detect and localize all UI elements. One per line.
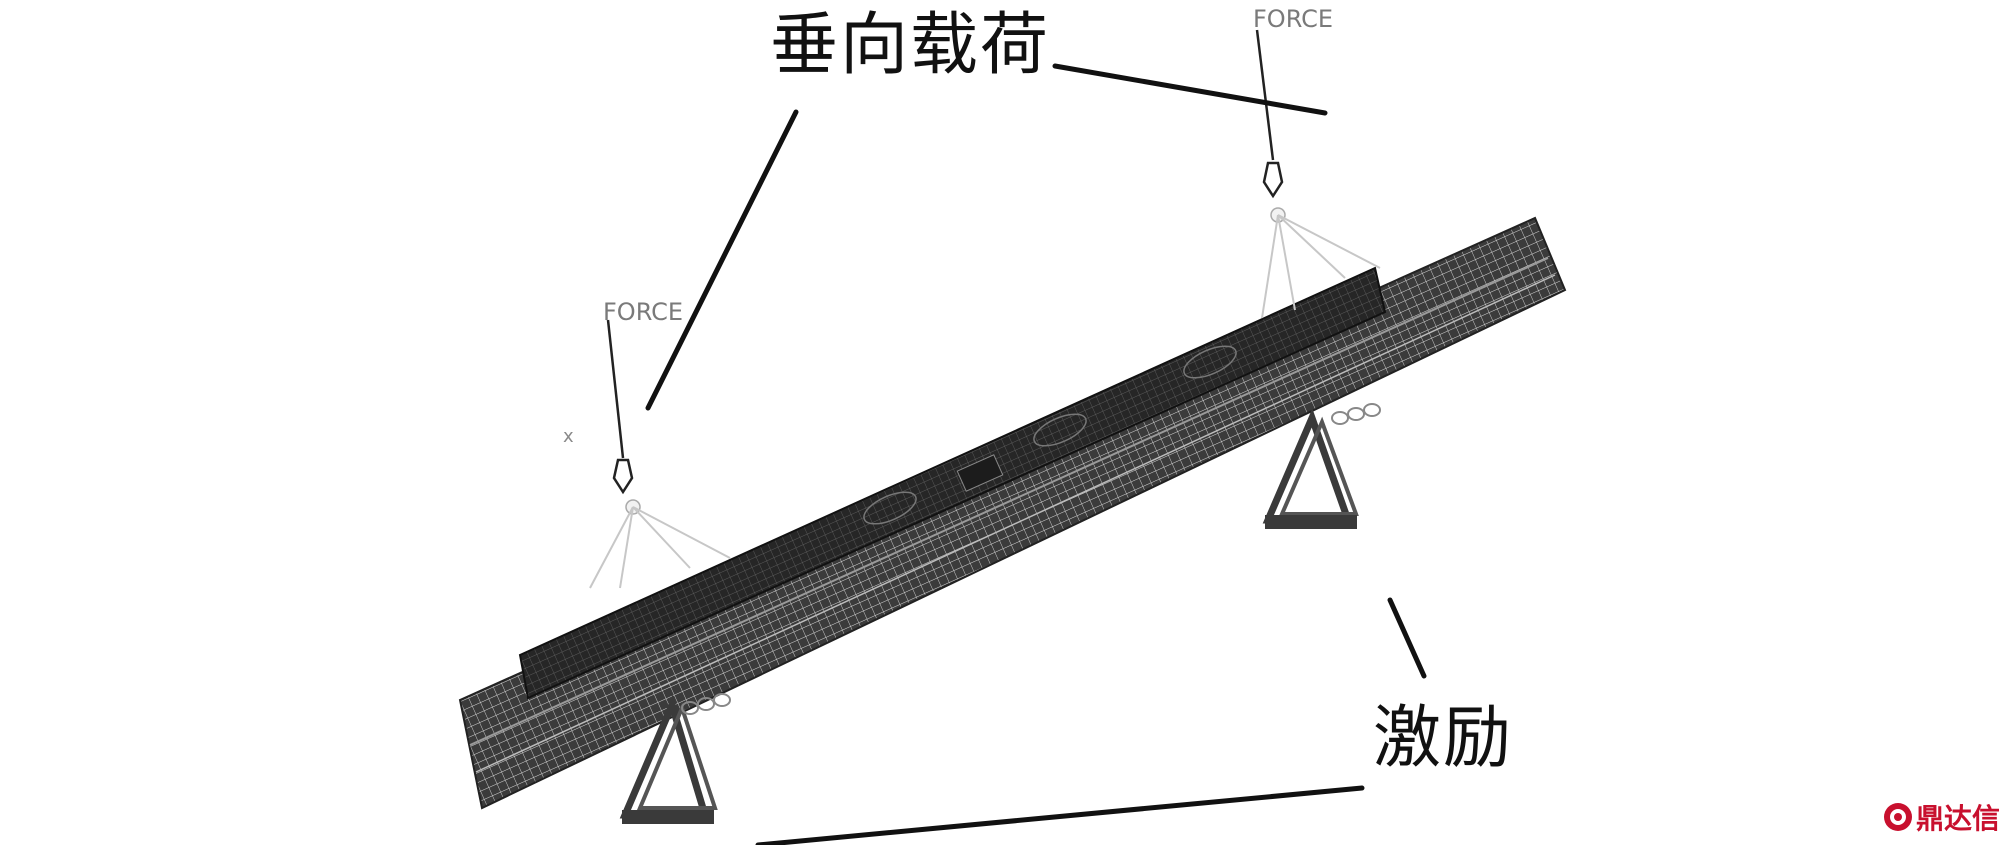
callout-line-excitation-right <box>1387 597 1427 679</box>
watermark-logo-icon <box>1883 803 1912 831</box>
force-marker-right: FORCE <box>1253 5 1381 319</box>
callout-line-load-right <box>1052 63 1328 116</box>
watermark: 鼎达信 <box>1883 797 2000 837</box>
right-support <box>1262 403 1381 529</box>
force-label-left: FORCE <box>603 298 683 326</box>
watermark-text: 鼎达信 <box>1915 802 2000 835</box>
axis-marker: x <box>563 426 574 447</box>
callout-lines <box>645 63 1427 848</box>
callout-line-excitation-bottom <box>755 785 1365 848</box>
callout-line-load-left <box>645 109 799 411</box>
left-support <box>619 693 731 824</box>
upper-block <box>518 266 1387 700</box>
force-label-right: FORCE <box>1253 5 1333 33</box>
vertical-load-label: 垂向载荷 <box>770 6 1051 85</box>
excitation-label: 激励 <box>1373 699 1514 778</box>
force-marker-left: FORCE x <box>563 298 731 589</box>
